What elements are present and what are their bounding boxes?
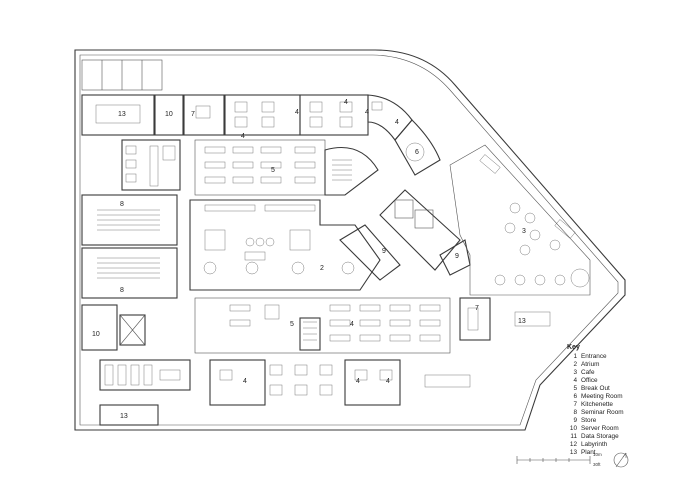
southwest-rooms bbox=[81, 304, 191, 426]
north-arrow-icon bbox=[613, 452, 629, 468]
room-label: 13 bbox=[118, 111, 126, 118]
atrium bbox=[189, 199, 381, 291]
room-label: 13 bbox=[120, 413, 128, 420]
room-label: 5 bbox=[290, 321, 294, 328]
scale-label-metric: 10m bbox=[593, 452, 602, 457]
room-label: 4 bbox=[356, 378, 360, 385]
room-label: 8 bbox=[120, 201, 124, 208]
east-rooms bbox=[424, 297, 551, 388]
central-core bbox=[339, 189, 471, 281]
room-label: 4 bbox=[241, 133, 245, 140]
room-label: 13 bbox=[518, 318, 526, 325]
legend-title: Key bbox=[567, 344, 580, 351]
room-label: 3 bbox=[522, 228, 526, 235]
central-office-north bbox=[194, 139, 379, 196]
room-label: 10 bbox=[165, 111, 173, 118]
room-label: 4 bbox=[386, 378, 390, 385]
scale-bar bbox=[516, 456, 591, 464]
room-label: 7 bbox=[191, 111, 195, 118]
room-label: 7 bbox=[475, 305, 479, 312]
room-label: 4 bbox=[365, 109, 369, 116]
room-label: 8 bbox=[120, 287, 124, 294]
south-office bbox=[194, 297, 451, 354]
north-plant-bays bbox=[81, 59, 163, 91]
lower-offices bbox=[209, 359, 401, 406]
room-label: 2 bbox=[320, 265, 324, 272]
top-left-rooms bbox=[81, 94, 225, 136]
room-label: 6 bbox=[415, 149, 419, 156]
building-outline bbox=[74, 49, 626, 431]
room-label: 4 bbox=[344, 99, 348, 106]
top-offices bbox=[224, 94, 413, 141]
toilet-block bbox=[121, 139, 181, 191]
cafe bbox=[449, 144, 591, 296]
meeting-room bbox=[394, 119, 441, 176]
room-label: 5 bbox=[271, 167, 275, 174]
room-label: 10 bbox=[92, 331, 100, 338]
seminar-rooms bbox=[81, 194, 178, 299]
room-labels: 13 10 7 4 4 4 4 4 6 5 8 8 2 9 9 3 7 5 4 … bbox=[92, 99, 526, 420]
room-label: 9 bbox=[382, 248, 386, 255]
scale-label-imperial: 30ft bbox=[593, 462, 601, 467]
room-label: 4 bbox=[350, 321, 354, 328]
room-label: 4 bbox=[395, 119, 399, 126]
room-label: 9 bbox=[455, 253, 459, 260]
room-label: 4 bbox=[243, 378, 247, 385]
room-label: 4 bbox=[295, 109, 299, 116]
